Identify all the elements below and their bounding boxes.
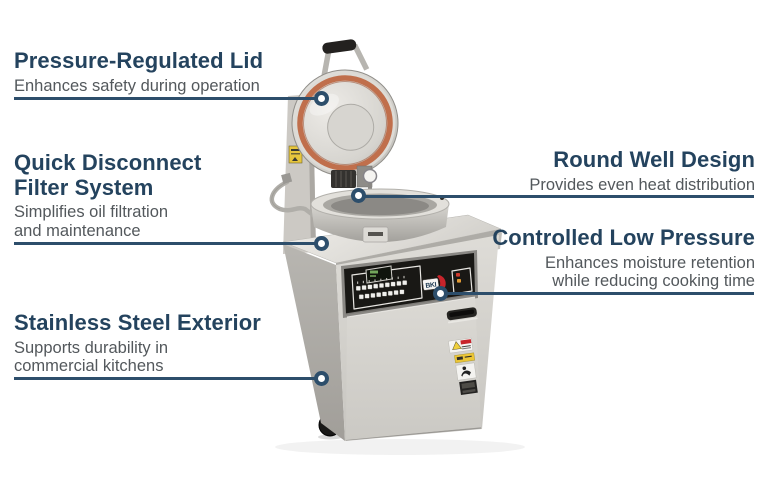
door-handle-slot <box>446 307 478 324</box>
indicator-panel <box>451 267 473 295</box>
lid-gasket-ring <box>297 75 393 171</box>
connector-line-round-well <box>362 195 754 198</box>
callout-title: Stainless Steel Exterior <box>14 310 261 335</box>
bki-logo: BKI <box>422 274 446 291</box>
connector-line-low-pressure <box>444 292 754 295</box>
warning-labels <box>448 337 478 395</box>
red-indicator-light <box>456 273 460 277</box>
connector-dot-filter-system <box>314 236 329 251</box>
connector-dot-pressure-lid <box>314 91 329 106</box>
callout-description: Supports durability in commercial kitche… <box>14 338 169 376</box>
connector-line-stainless-exterior <box>14 377 316 380</box>
keypad-buttons <box>355 280 408 300</box>
callout-description: Simplifies oil filtration and maintenanc… <box>14 203 169 240</box>
bki-logo-text: BKI <box>425 282 437 290</box>
callout-title: Round Well Design <box>553 147 755 172</box>
callout-pressure-regulated-lid: Pressure-Regulated Lid Enhances safety d… <box>14 48 314 95</box>
callout-title: Controlled Low Pressure <box>492 225 755 250</box>
callout-description: Enhances safety during operation <box>14 76 260 95</box>
lid-handle <box>322 39 357 54</box>
filter-door <box>345 293 481 440</box>
callout-description: Enhances moisture retention while reduci… <box>544 253 755 291</box>
callout-controlled-low-pressure: Controlled Low Pressure Enhances moistur… <box>455 225 755 291</box>
callout-title: Quick Disconnect Filter System <box>14 150 202 200</box>
connector-line-filter-system <box>14 242 316 245</box>
callout-description: Provides even heat distribution <box>529 175 755 194</box>
pressure-gauge <box>362 168 378 184</box>
lid-hinge <box>331 165 378 191</box>
connector-dot-round-well <box>351 188 366 203</box>
filter-hose <box>269 172 316 218</box>
connector-line-pressure-lid <box>14 97 316 100</box>
amber-indicator-light <box>457 279 461 283</box>
callout-round-well-design: Round Well Design Provides even heat dis… <box>455 147 755 194</box>
connector-dot-stainless-exterior <box>314 371 329 386</box>
connector-dot-low-pressure <box>433 286 448 301</box>
flame-icon <box>437 274 446 290</box>
callout-title: Pressure-Regulated Lid <box>14 48 264 73</box>
callout-quick-disconnect-filter-system: Quick Disconnect Filter System Simplifie… <box>14 150 214 241</box>
callout-stainless-steel-exterior: Stainless Steel Exterior Supports durabi… <box>14 310 294 376</box>
keypad-labels <box>357 275 405 284</box>
